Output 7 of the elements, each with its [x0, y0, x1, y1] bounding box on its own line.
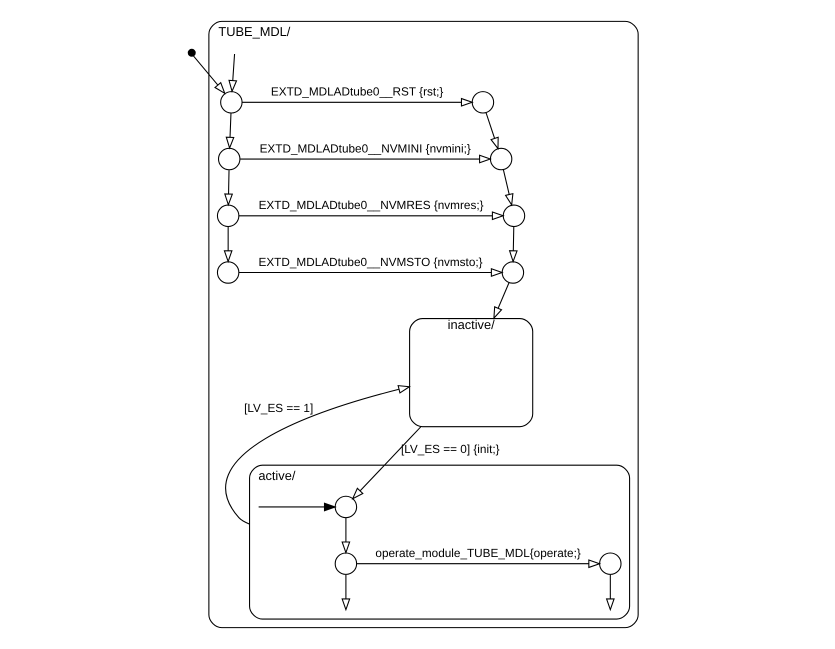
edge-label: EXTD_MDLADtube0__NVMSTO {nvmsto;} — [258, 256, 483, 269]
edge-label: EXTD_MDLADtube0__NVMINI {nvmini;} — [260, 142, 471, 156]
edge-label: EXTD_MDLADtube0__NVMRES {nvmres;} — [258, 199, 484, 212]
edge-label: operate_module_TUBE_MDL{operate;} — [375, 547, 581, 560]
edge-label: EXTD_MDLADtube0__RST {rst;} — [270, 86, 444, 99]
edge-label: [LV_ES == 1] — [244, 402, 314, 416]
edge-label: [LV_ES == 0] {init;} — [401, 443, 500, 456]
